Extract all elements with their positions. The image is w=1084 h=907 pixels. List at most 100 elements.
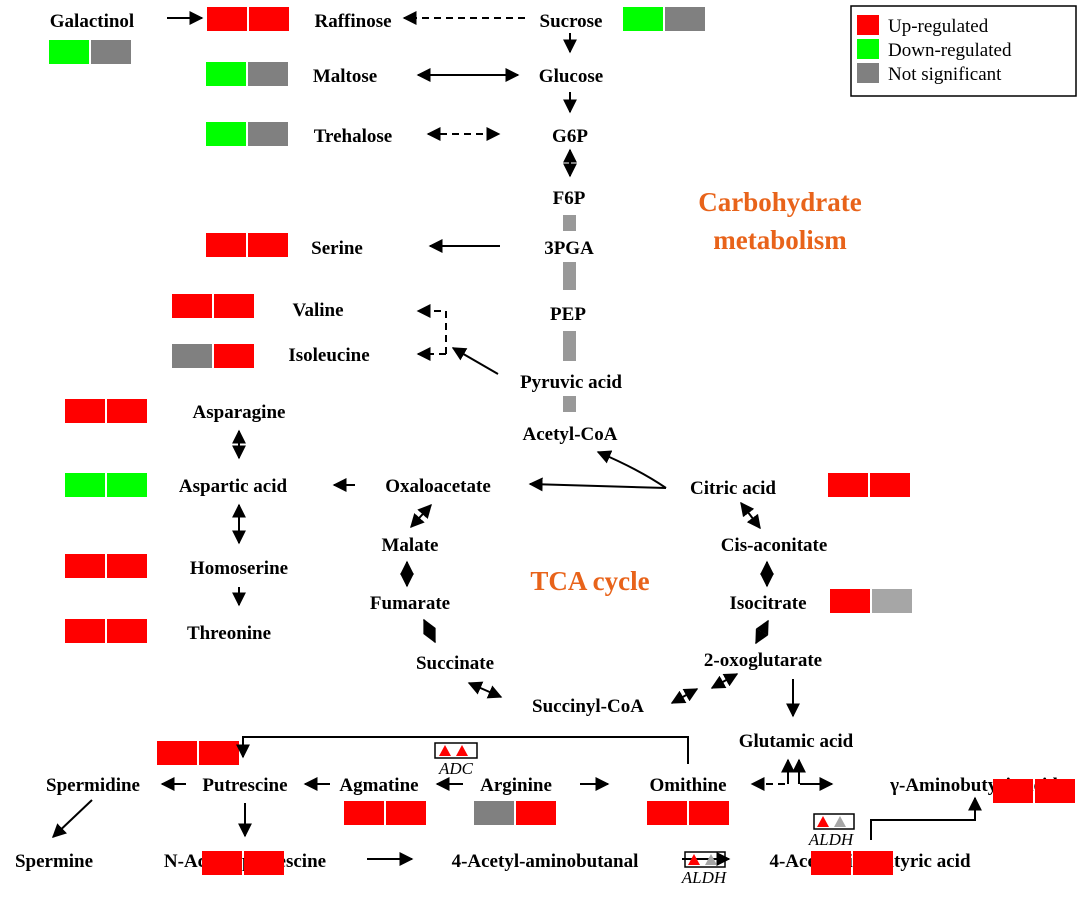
connector-pyruvic-acid-acetyl-coa (563, 396, 576, 412)
status-square (107, 554, 147, 578)
enzyme-triangle (688, 854, 700, 865)
metabolite-isoleucine: Isoleucine (288, 345, 369, 366)
metabolite-serine: Serine (311, 238, 363, 259)
enzyme-triangles-aldh-acetamido (688, 854, 717, 865)
status-square (172, 294, 212, 318)
status-box-trehalose (206, 122, 288, 146)
legend-frame (850, 5, 1077, 97)
metabolite-glutamic-acid: Glutamic acid (739, 731, 854, 752)
metabolite-succinate: Succinate (416, 653, 494, 674)
enzyme-box-adc (434, 742, 478, 759)
enzyme-aldh-acetamido: ALDH (681, 851, 728, 887)
metabolite-fumarate: Fumarate (370, 593, 450, 614)
status-box-aspartic-acid (65, 473, 147, 497)
legend-swatch-ns (857, 63, 879, 83)
enzyme-label-aldh-gaba: ALDH (808, 830, 855, 849)
metabolite-glucose: Glucose (539, 66, 603, 87)
metabolite-f6p: F6P (553, 188, 586, 209)
enzyme-triangle (439, 745, 451, 756)
metabolite-labels: Galactinol Raffinose Sucrose Maltose Glu… (15, 11, 1058, 872)
status-square (993, 779, 1033, 803)
metabolite-aspartic-acid: Aspartic acid (179, 476, 288, 497)
arrow-oxaloacetate-citric-acid (528, 477, 667, 492)
enzyme-box-aldh-gaba (813, 813, 855, 830)
metabolite-agmatine: Agmatine (339, 775, 418, 796)
arrow-2-oxoglutarate-succinyl-coa-a (710, 673, 739, 689)
arrow-branch-valine (416, 304, 447, 354)
metabolite-homoserine: Homoserine (190, 558, 288, 579)
arrow-succinate-succinyl-coa (467, 681, 503, 699)
status-square (1035, 779, 1075, 803)
status-square (107, 473, 147, 497)
metabolite-succinyl-coa: Succinyl-CoA (532, 696, 644, 717)
metabolite-malate: Malate (382, 535, 439, 556)
arrow-pyruvic-acid-branch (451, 347, 499, 375)
status-box-arginine (474, 801, 556, 825)
arrow-citric-acid-cis-aconitate (740, 501, 761, 530)
status-box-threonine (65, 619, 147, 643)
metabolite-2-oxoglutarate: 2-oxoglutarate (704, 650, 822, 671)
status-square (623, 7, 663, 31)
status-box-omithine (647, 801, 729, 825)
enzyme-triangles-aldh-gaba (817, 816, 846, 827)
status-square (207, 7, 247, 31)
legend-label-up: Up-regulated (888, 16, 989, 37)
pathway-title-tca-cycle: TCA cycle (530, 566, 649, 596)
connector-f6p-3pga (563, 215, 576, 231)
metabolite-threonine: Threonine (187, 623, 271, 644)
status-square (249, 7, 289, 31)
status-box-putrescine (157, 741, 239, 765)
status-box-agmatine (344, 801, 426, 825)
status-square (689, 801, 729, 825)
arrow-oxaloacetate-malate (410, 503, 432, 529)
status-box-isocitrate (830, 589, 912, 613)
legend-swatch-up (857, 15, 879, 35)
status-square (214, 294, 254, 318)
status-square (172, 344, 212, 368)
metabolite-arginine: Arginine (480, 775, 552, 796)
connector-3pga-pep (563, 262, 576, 290)
metabolite-valine: Valine (292, 300, 343, 321)
metabolite-3pga: 3PGA (544, 238, 594, 259)
status-square (107, 399, 147, 423)
enzyme-aldh-gaba: ALDH (808, 813, 855, 849)
arrow-citric-acid-acetyl-coa (596, 450, 667, 489)
status-square (853, 851, 893, 875)
metabolite-g6p: G6P (552, 126, 588, 147)
status-box-sucrose (623, 7, 705, 31)
metabolite-raffinose: Raffinose (314, 11, 391, 32)
enzyme-triangles-adc (439, 745, 468, 756)
status-box-gamma-aminobutyric-acid (993, 779, 1075, 803)
metabolite-isocitrate: Isocitrate (729, 593, 806, 614)
status-box-raffinose (207, 7, 289, 31)
metabolite-trehalose: Trehalose (314, 126, 392, 147)
arrow-fumarate-succinate (423, 618, 436, 644)
status-square (157, 741, 197, 765)
enzyme-triangle (817, 816, 829, 827)
status-box-homoserine (65, 554, 147, 578)
status-square (65, 473, 105, 497)
status-square (202, 851, 242, 875)
status-square (206, 233, 246, 257)
metabolite-spermidine: Spermidine (46, 775, 140, 796)
enzyme-triangle (456, 745, 468, 756)
metabolite-maltose: Maltose (313, 66, 377, 87)
status-square (516, 801, 556, 825)
legend-label-ns: Not significant (888, 64, 1002, 85)
polyamine-arrows (51, 736, 982, 866)
status-square (828, 473, 868, 497)
status-square (91, 40, 131, 64)
carbohydrate-arrows (167, 11, 577, 412)
metabolite-spermine: Spermine (15, 851, 93, 872)
status-box-n-acetyl-putrescine (202, 851, 284, 875)
enzyme-box-aldh-acetamido (684, 851, 726, 868)
metabolite-putrescine: Putrescine (202, 775, 287, 796)
status-box-4-acetamidobutyric-acid (811, 851, 893, 875)
metabolite-asparagine: Asparagine (193, 402, 286, 423)
legend-swatch-down (857, 39, 879, 59)
metabolite-galactinol: Galactinol (50, 11, 134, 32)
status-square (248, 62, 288, 86)
metabolite-oxaloacetate: Oxaloacetate (385, 476, 491, 497)
status-square (65, 619, 105, 643)
